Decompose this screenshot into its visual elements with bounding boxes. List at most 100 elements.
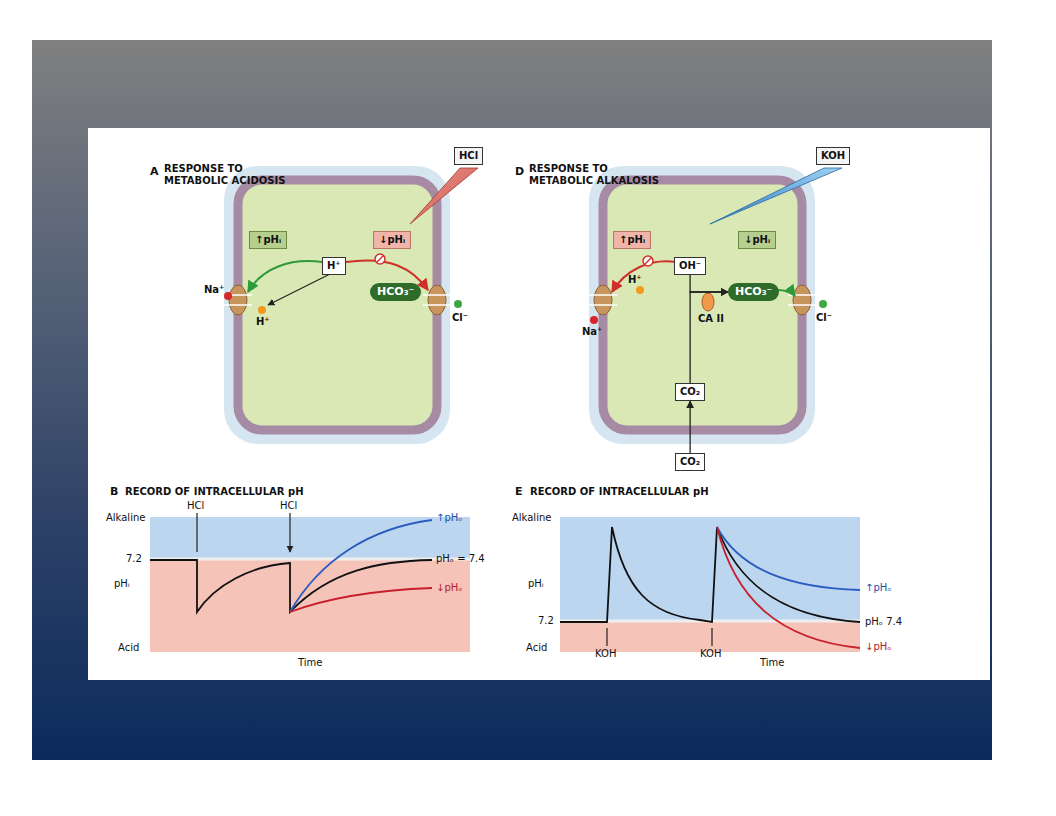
reagent-box: HCl	[454, 147, 483, 165]
cell-d	[589, 166, 815, 444]
bicarbonate-pill: HCO₃⁻	[728, 283, 779, 301]
text-label: Acid	[118, 642, 139, 654]
text-label: RECORD OF INTRACELLULAR pH	[125, 486, 304, 498]
text-label: ↑pHₒ	[436, 512, 462, 524]
text-label: 7.2	[538, 615, 554, 627]
exchanger-symbol-part	[788, 295, 816, 305]
text-label: Na⁺	[204, 284, 224, 296]
chart-b-part	[290, 588, 432, 612]
exchanger-symbol-part	[428, 285, 446, 315]
text-label: A	[150, 166, 159, 178]
flow-arrow	[690, 292, 728, 383]
node-text: CO₂	[680, 386, 700, 398]
flux-arrow-part	[612, 261, 676, 292]
text-label: HCl	[280, 500, 297, 512]
exchanger-symbol-part	[589, 295, 617, 305]
text-label: H⁺	[628, 274, 642, 286]
text-label: pHᵢ	[114, 578, 130, 590]
text-label: Cl⁻	[816, 312, 832, 324]
chart-b	[150, 513, 470, 652]
inhibition-symbol-part	[375, 254, 385, 264]
text-label: Time	[298, 657, 322, 669]
carbonic-anhydrase-part	[702, 293, 714, 311]
effect-box: ↑pHᵢ	[249, 231, 287, 249]
node-text: HCO₃⁻	[377, 286, 414, 298]
text-label: Na⁺	[582, 326, 602, 338]
flux-arrow-part	[248, 261, 322, 292]
text-label: KOH	[700, 648, 721, 660]
text-label: RESPONSE TO METABOLIC ALKALOSIS	[529, 163, 659, 187]
node-text: KOH	[821, 150, 845, 162]
effect-box: ↑pHᵢ	[613, 231, 651, 249]
carbonic-anhydrase	[702, 293, 714, 311]
text-label: D	[515, 166, 524, 178]
node-text: ↑pHᵢ	[255, 234, 281, 246]
node-text: ↑pHᵢ	[619, 234, 645, 246]
inhibition-symbol	[375, 254, 653, 266]
exchanger-symbol-part	[229, 285, 247, 315]
ion-dot	[224, 286, 827, 324]
chart-e-part	[560, 517, 860, 620]
text-label: CA II	[698, 313, 724, 325]
inhibition-symbol-part	[377, 256, 384, 263]
chart-b-part	[150, 517, 470, 558]
flux-arrow-part	[268, 274, 330, 305]
co2-box: CO₂	[675, 453, 705, 471]
text-label: Acid	[526, 642, 547, 654]
text-label: 7.2	[126, 553, 142, 565]
effect-box: ↓pHᵢ	[373, 231, 411, 249]
node-text: ↓pHᵢ	[744, 234, 770, 246]
chart-e-part	[560, 527, 860, 622]
cell-d-part	[603, 180, 802, 430]
text-label: HCl	[187, 500, 204, 512]
co2-box: CO₂	[675, 383, 705, 401]
flow-arrow	[690, 275, 728, 292]
text-label: pHₒ 7.4	[865, 616, 902, 628]
text-label: H⁺	[256, 316, 270, 328]
ion-box: OH⁻	[674, 257, 706, 275]
text-label: Time	[760, 657, 784, 669]
node-text: ↓pHᵢ	[379, 234, 405, 246]
node-text: OH⁻	[679, 260, 701, 272]
text-label: E	[515, 486, 523, 498]
text-label: RESPONSE TO METABOLIC ACIDOSIS	[164, 163, 294, 187]
effect-box: ↓pHᵢ	[738, 231, 776, 249]
node-text: H⁺	[327, 260, 341, 272]
chart-b-part	[290, 520, 432, 612]
ion-dot-part	[636, 286, 644, 294]
text-label: Cl⁻	[452, 312, 468, 324]
exchanger-symbol-part	[594, 285, 612, 315]
text-label: KOH	[595, 648, 616, 660]
text-label: pHᵢ	[528, 578, 544, 590]
bicarbonate-pill: HCO₃⁻	[370, 283, 421, 301]
ion-dot-part	[819, 300, 827, 308]
reagent-box: KOH	[816, 147, 850, 165]
chart-b-part	[197, 513, 290, 552]
chart-e-part	[717, 527, 860, 648]
text-label: Alkaline	[512, 512, 551, 524]
node-text: HCO₃⁻	[735, 286, 772, 298]
cell-a-part	[224, 166, 450, 444]
pipette-part	[710, 168, 842, 224]
text-label: ↓pHₒ	[865, 641, 891, 653]
text-label: ↓pHₒ	[436, 582, 462, 594]
text-label: B	[110, 486, 118, 498]
exchanger-symbol-part	[793, 285, 811, 315]
pipette-part	[410, 168, 478, 224]
cell-d-part	[589, 166, 815, 444]
chart-b-part	[150, 560, 432, 612]
chart-e-part	[560, 620, 860, 652]
node-text: HCl	[459, 150, 478, 162]
ion-dot-part	[590, 316, 598, 324]
ion-dot-part	[258, 306, 266, 314]
inhibition-symbol-part	[645, 258, 652, 265]
chart-e	[560, 517, 860, 652]
chart-b-part	[150, 558, 470, 652]
text-label: RECORD OF INTRACELLULAR pH	[530, 486, 709, 498]
cell-a	[224, 166, 450, 444]
ion-dot-part	[224, 292, 232, 300]
